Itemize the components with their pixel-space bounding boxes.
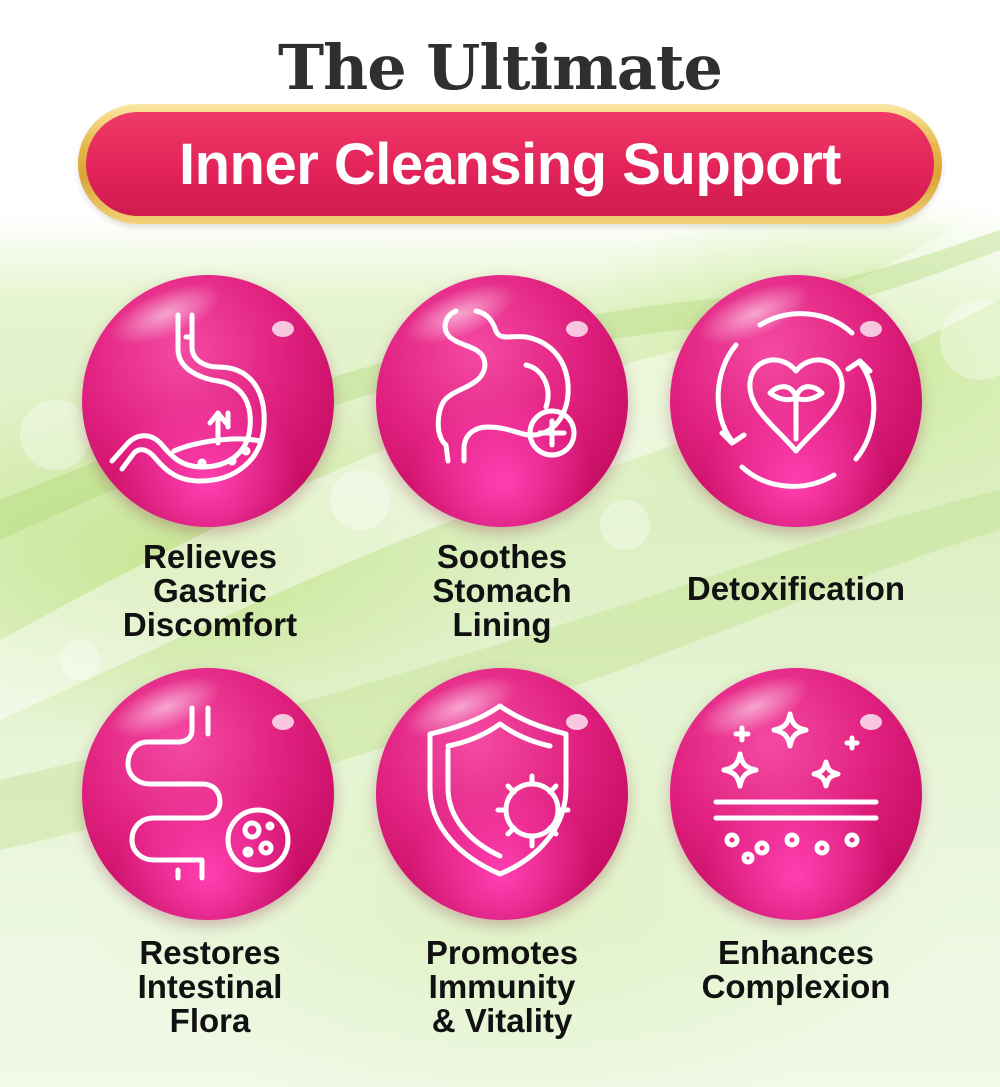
benefit-ball-stomach — [376, 275, 628, 527]
page-title: The Ultimate — [278, 31, 723, 104]
benefit-ball-gastric — [82, 275, 334, 527]
heart-detox-cycle-icon — [715, 311, 877, 489]
benefit-label-detox: Detoxification — [686, 570, 906, 607]
stomach-acid-icon — [109, 312, 267, 484]
bokeh-light — [600, 500, 650, 550]
bokeh-light — [20, 400, 90, 470]
shield-virus-icon — [427, 703, 571, 877]
skin-sparkle-icon — [713, 711, 879, 865]
bokeh-light — [60, 640, 100, 680]
stomach-plus-icon — [435, 308, 577, 464]
intestine-bacteria-icon — [125, 705, 291, 881]
banner-fill: Inner Cleansing Support — [86, 112, 934, 216]
bokeh-light — [330, 470, 390, 530]
benefit-ball-flora — [82, 668, 334, 920]
benefit-ball-detox — [670, 275, 922, 527]
bokeh-light — [940, 300, 1000, 380]
benefit-ball-immunity — [376, 668, 628, 920]
benefit-ball-complexion — [670, 668, 922, 920]
title-banner: Inner Cleansing Support — [78, 104, 942, 224]
banner-text: Inner Cleansing Support — [179, 131, 842, 197]
